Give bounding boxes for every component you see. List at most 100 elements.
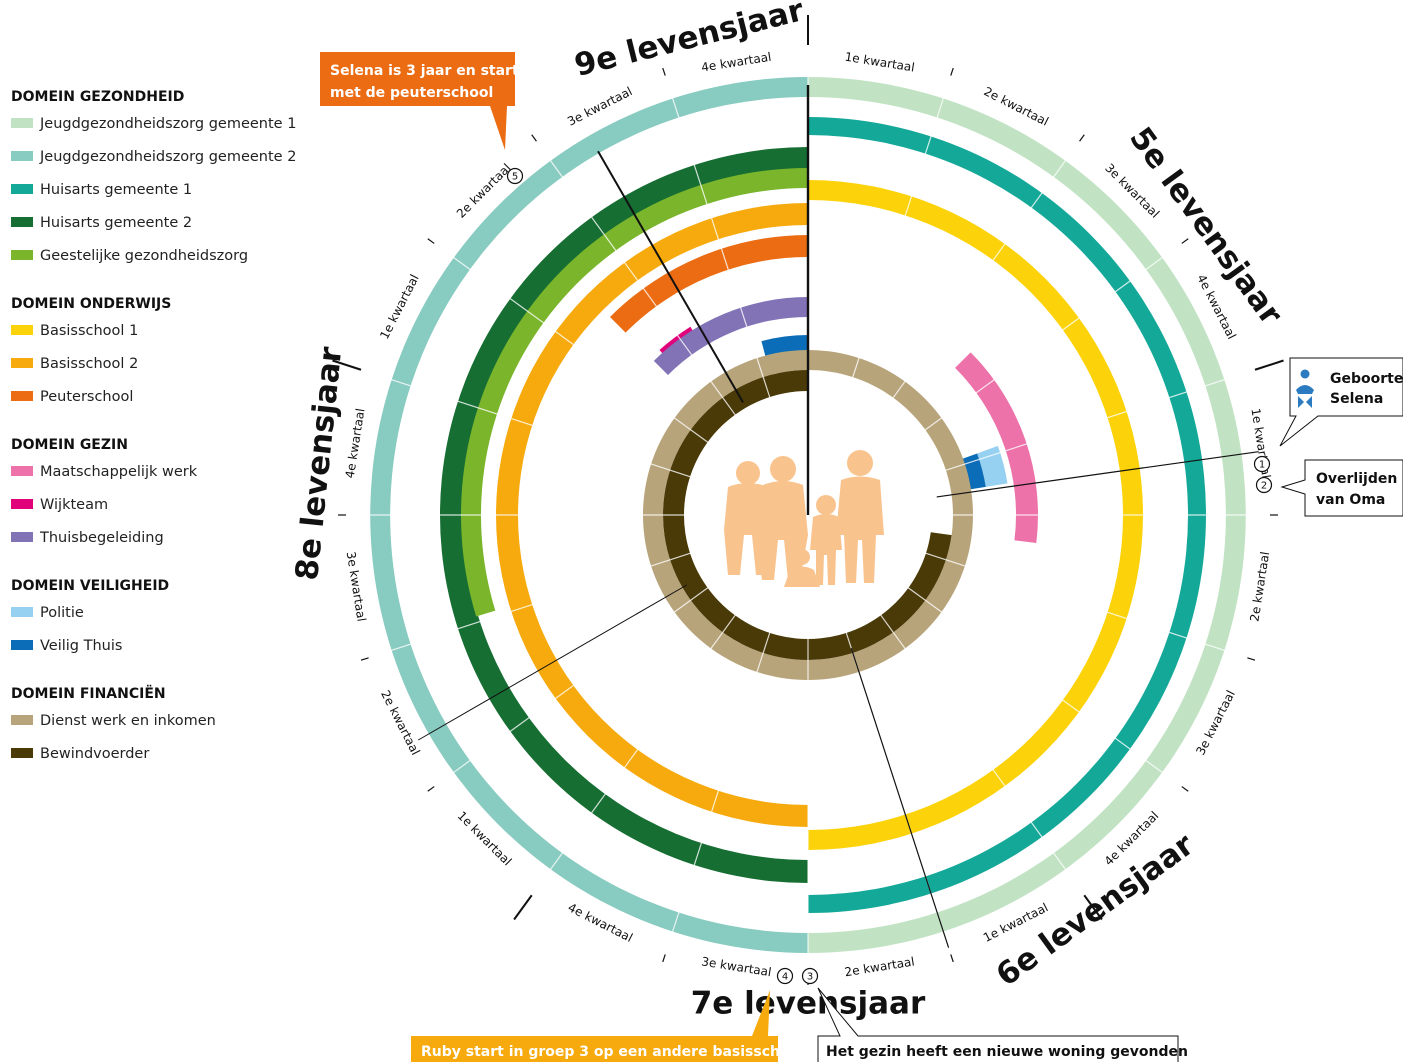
legend-item: Wijkteam <box>11 489 301 522</box>
legend-item: Basisschool 2 <box>11 348 301 381</box>
legend-item: Peuterschool <box>11 381 301 414</box>
quarter-divider <box>921 376 1232 479</box>
legend-label: Geestelijke gezondheidszorg <box>40 248 249 264</box>
quarter-divider <box>878 154 1071 419</box>
legend-heading: DOMEIN VEILIGHEID <box>11 578 170 594</box>
event-number: 1 <box>1259 460 1265 471</box>
legend-label: Peuterschool <box>40 389 134 405</box>
legend-swatch <box>11 151 33 161</box>
legend-item: Bewindvoerder <box>11 738 301 771</box>
quarter-divider <box>545 611 738 876</box>
legend-swatch <box>11 184 33 194</box>
year-label: 9e levensjaar <box>571 0 808 84</box>
callout-text: met de peuterschool <box>330 85 493 101</box>
tick <box>427 786 435 792</box>
legend-item: Jeugdgezondheidszorg gemeente 1 <box>11 108 301 141</box>
legend-swatch <box>11 250 33 260</box>
legend-label: Basisschool 1 <box>40 323 139 339</box>
quarter-divider <box>904 252 1169 445</box>
legend-item: Huisarts gemeente 2 <box>11 207 301 240</box>
legend-swatch <box>11 466 33 476</box>
tick <box>1083 894 1103 921</box>
quarter-divider <box>384 376 695 479</box>
tick <box>332 359 362 371</box>
legend-heading: DOMEIN GEZIN <box>11 437 128 453</box>
event-line <box>597 150 744 403</box>
event-line <box>936 451 1259 498</box>
legend-swatch <box>11 391 33 401</box>
legend-heading: DOMEIN FINANCIËN <box>11 686 166 702</box>
tick <box>531 134 537 142</box>
legend-swatch <box>11 640 33 650</box>
legend-label: Jeugdgezondheidszorg gemeente 2 <box>40 149 297 165</box>
tick <box>1247 657 1256 661</box>
callout-text: Selena <box>1330 391 1383 407</box>
callout-text: Selena is 3 jaar en start <box>330 63 519 79</box>
callout-text: Overlijden <box>1316 471 1397 487</box>
event-marker <box>776 967 794 985</box>
event-callouts: Selena is 3 jaar en start met de peutersc… <box>320 52 1403 1062</box>
quarter-label: 4e kwartaal <box>700 50 772 75</box>
legend-label: Basisschool 2 <box>40 356 139 372</box>
event-marker <box>1255 476 1273 494</box>
legend-item: Veilig Thuis <box>11 630 301 663</box>
legend-item: Politie <box>11 597 301 630</box>
quarter-divider <box>904 585 1169 778</box>
tick <box>427 238 435 244</box>
callout-selena-peuterschool <box>320 52 515 150</box>
event-marker <box>1253 455 1271 473</box>
ring-thuisbegeleiding <box>653 297 808 375</box>
legend-item: Geestelijke gezondheidszorg <box>11 240 301 273</box>
event-number: 3 <box>807 972 813 983</box>
quarter-divider <box>447 585 712 778</box>
quarter-label: 2e kwartaal <box>844 954 916 979</box>
legend-label: Wijkteam <box>40 497 109 513</box>
service-rings <box>370 77 1246 953</box>
ring-peuterschool <box>610 235 808 333</box>
quarter-divider <box>545 154 738 419</box>
year-label: 6e levensjaar <box>990 826 1201 993</box>
legend-label: Jeugdgezondheidszorg gemeente 1 <box>40 116 297 132</box>
quarter-dividers <box>332 15 1284 985</box>
legend-label: Politie <box>40 605 84 621</box>
legend-swatch <box>11 358 33 368</box>
quarter-label: 4e kwartaal <box>343 407 368 479</box>
baby-icon <box>1296 369 1314 408</box>
legend-label: Bewindvoerder <box>40 746 150 762</box>
event-marker <box>506 167 524 185</box>
year-label: 7e levensjaar <box>691 986 926 1022</box>
legend-item: Dienst werk en inkomen <box>11 705 301 738</box>
quarter-label: 3e kwartaal <box>344 551 369 623</box>
tick <box>1079 134 1085 142</box>
legend-swatch <box>11 748 33 758</box>
callout-text: Geboorte <box>1330 371 1403 387</box>
tick <box>662 954 666 963</box>
quarter-divider <box>669 628 772 939</box>
callout-text: Ruby start in groep 3 op een andere basi… <box>421 1044 804 1060</box>
tick <box>1181 238 1189 244</box>
event-number: 5 <box>512 172 518 183</box>
tick <box>662 67 666 76</box>
quarter-divider <box>878 611 1071 876</box>
legend-label: Thuisbegeleiding <box>40 530 164 546</box>
tick <box>950 67 954 76</box>
legend-item: Huisarts gemeente 1 <box>11 174 301 207</box>
event-lines <box>418 85 1259 948</box>
callout-geboorte <box>1279 357 1403 447</box>
legend-swatch <box>11 532 33 542</box>
quarter-label: 1e kwartaal <box>844 50 916 75</box>
legend-label: Huisarts gemeente 2 <box>40 215 193 231</box>
callout-ruby <box>411 990 778 1062</box>
tick <box>513 894 533 921</box>
legend-swatch <box>11 325 33 335</box>
year-label: 8e levensjaar <box>289 344 349 582</box>
legend-swatch <box>11 607 33 617</box>
legend-label: Maatschappelijk werk <box>40 464 198 480</box>
quarter-divider <box>844 91 947 402</box>
